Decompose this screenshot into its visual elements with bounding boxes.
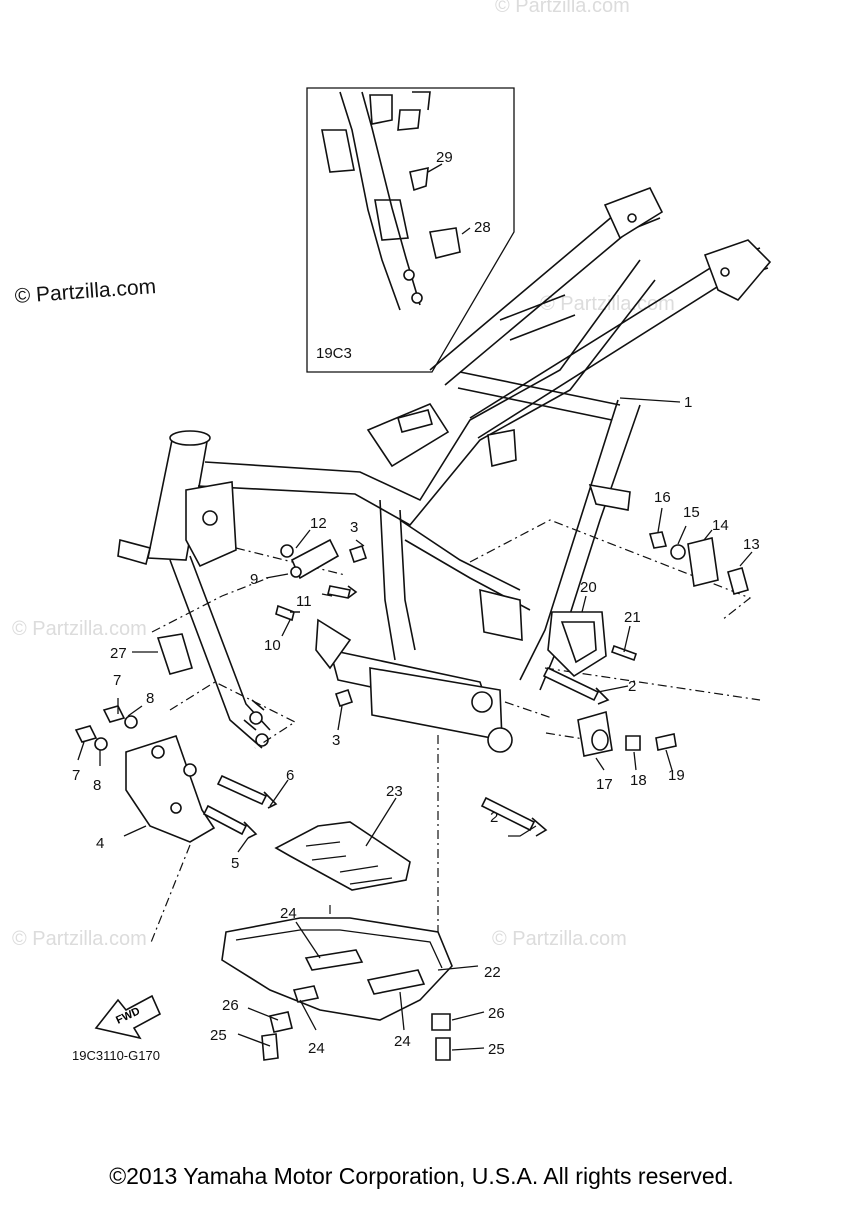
callout-1: 1 xyxy=(684,394,692,411)
callout-7: 7 xyxy=(113,672,121,689)
callout-9: 9 xyxy=(250,571,258,588)
part-27-bracket xyxy=(156,633,193,675)
part-4-engine-mount xyxy=(125,735,216,843)
callout-24: 24 xyxy=(308,1040,325,1057)
watermark-faint: © Partzilla.com xyxy=(12,928,147,950)
callout-12: 12 xyxy=(310,515,327,532)
bolt-hole xyxy=(403,269,415,281)
callout-4: 4 xyxy=(96,835,104,852)
callout-27: 27 xyxy=(110,645,127,662)
hardware xyxy=(74,531,749,1061)
part-25-bolt xyxy=(435,1037,451,1061)
part-7-nut xyxy=(74,725,98,743)
callout-23: 23 xyxy=(386,783,403,800)
diagram-code: 19C3110-G170 xyxy=(72,1048,160,1063)
part-29-clip xyxy=(409,166,429,192)
callout-24: 24 xyxy=(394,1033,411,1050)
callout-14: 14 xyxy=(712,517,729,534)
part-6-bolt xyxy=(216,774,278,809)
part-19-bolt xyxy=(655,733,677,751)
part-3-nut xyxy=(334,688,354,708)
callout-10: 10 xyxy=(264,637,281,654)
leader-lines xyxy=(77,397,753,1051)
part-21-bolt xyxy=(610,644,638,662)
part-5-bolt xyxy=(202,804,258,839)
part-8-washer xyxy=(124,715,138,729)
part-3-nut xyxy=(348,544,368,564)
callout-20: 20 xyxy=(580,579,597,596)
callout-17: 17 xyxy=(596,776,613,793)
callout-22: 22 xyxy=(484,964,501,981)
callout-3: 3 xyxy=(332,732,340,749)
fwd-arrow: FWD xyxy=(94,994,162,1040)
part-15-washer xyxy=(670,544,686,560)
watermark-faint: © Partzilla.com xyxy=(12,618,147,640)
part-24-rubber xyxy=(292,985,320,1003)
callout-28: 28 xyxy=(474,219,491,236)
part-22-skid-plate xyxy=(221,917,453,1021)
callout-16: 16 xyxy=(654,489,671,506)
callout-24: 24 xyxy=(280,905,297,922)
watermark-faint: © Partzilla.com xyxy=(492,928,627,950)
part-28-pad xyxy=(429,227,461,259)
part-13-bushing xyxy=(727,567,749,595)
callout-25: 25 xyxy=(488,1041,505,1058)
callout-2: 2 xyxy=(628,678,636,695)
callout-13: 13 xyxy=(743,536,760,553)
callout-15: 15 xyxy=(683,504,700,521)
callout-25: 25 xyxy=(210,1027,227,1044)
frame-part-1 xyxy=(117,186,772,753)
callout-6: 6 xyxy=(286,767,294,784)
callout-26: 26 xyxy=(488,1005,505,1022)
callout-3: 3 xyxy=(350,519,358,536)
part-18-collar xyxy=(625,735,641,751)
callout-26: 26 xyxy=(222,997,239,1014)
callout-5: 5 xyxy=(231,855,239,872)
part-16-bolt xyxy=(648,531,668,549)
inset-label: 19C3 xyxy=(316,345,352,362)
part-10-bolt xyxy=(275,604,300,622)
part-26-collar xyxy=(431,1013,451,1031)
part-7-nut xyxy=(102,705,126,723)
bolt-hole xyxy=(411,292,423,304)
part-25-bolt xyxy=(261,1033,279,1061)
callout-19: 19 xyxy=(668,767,685,784)
callout-29: 29 xyxy=(436,149,453,166)
part-11-bolt xyxy=(327,585,358,599)
part-24-rubber xyxy=(304,949,364,971)
callout-11: 11 xyxy=(296,593,312,610)
callout-18: 18 xyxy=(630,772,647,789)
inset-detail: 19C3 xyxy=(306,87,515,373)
part-9-washer xyxy=(290,566,302,578)
part-26-collar xyxy=(269,1011,293,1033)
part-24-rubber xyxy=(366,969,426,995)
callout-7: 7 xyxy=(72,767,80,784)
copyright-notice: ©2013 Yamaha Motor Corporation, U.S.A. A… xyxy=(109,1163,734,1189)
callout-8: 8 xyxy=(93,777,101,794)
callout-8: 8 xyxy=(146,690,154,707)
callout-2: 2 xyxy=(490,809,498,826)
callout-21: 21 xyxy=(624,609,641,626)
part-14-collar xyxy=(687,537,719,587)
part-8-washer xyxy=(94,737,108,751)
watermark-faint: © Partzilla.com xyxy=(495,0,630,17)
callout-numbers: 1 2 2 3 3 4 5 6 7 7 8 8 9 10 11 12 13 14… xyxy=(72,149,760,1058)
